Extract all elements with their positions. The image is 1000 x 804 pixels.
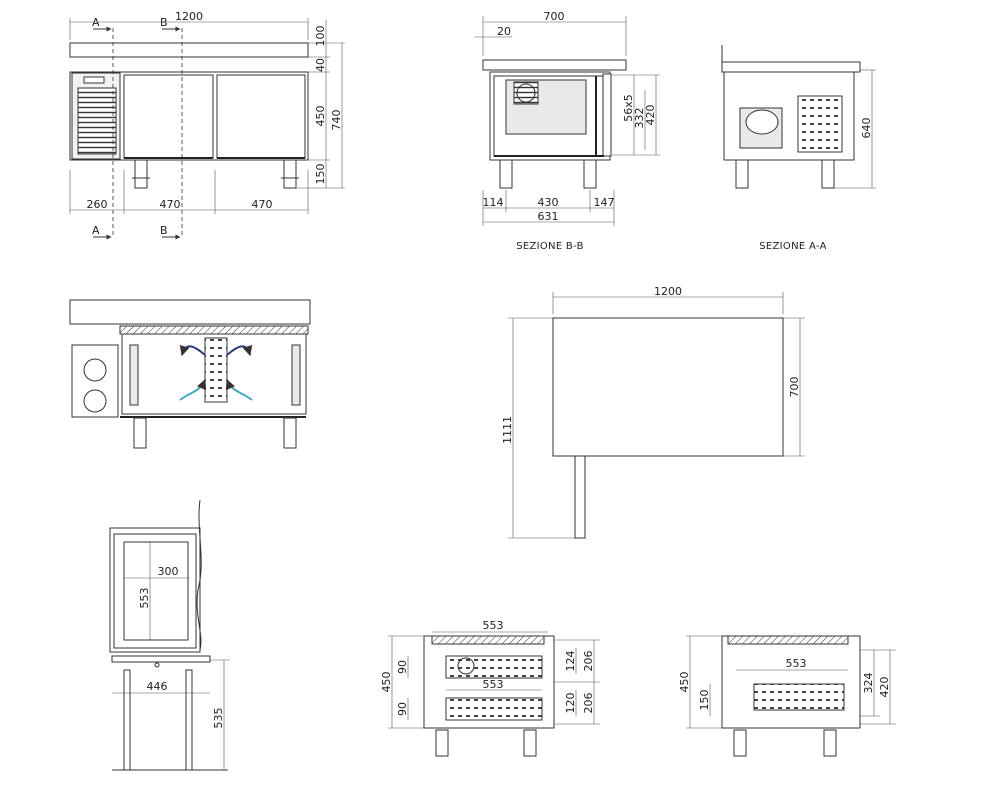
dim-drawers-206a: 206 <box>582 651 595 672</box>
dim-drawers-mid-553: 553 <box>483 678 504 691</box>
dim-tray-420: 420 <box>878 677 891 698</box>
dim-drawer-553: 553 <box>138 588 151 609</box>
dim-bb-edge-20: 20 <box>497 25 511 38</box>
section-bb-view: 700 20 56x5 332 420 114 430 147 631 SEZI… <box>474 10 660 252</box>
dim-bb-420: 420 <box>644 105 657 126</box>
airflow-evaporator <box>204 337 228 403</box>
dim-tray-150: 150 <box>698 690 711 711</box>
aa-condenser-grille <box>797 95 843 153</box>
bb-evaporator-fan <box>513 81 539 105</box>
dim-front-band-40: 40 <box>314 58 327 72</box>
airflow-fan-1-icon <box>83 358 107 382</box>
dim-front-width: 1200 <box>175 10 203 23</box>
dim-drawers-90a: 90 <box>396 660 409 674</box>
dim-drawers-450: 450 <box>380 672 393 693</box>
plan-view: 1200 700 1111 <box>501 285 805 539</box>
dim-tray-324: 324 <box>862 673 875 694</box>
section-aa-view: 640 SEZIONE A-A <box>721 45 876 252</box>
airflow-fan-2-icon <box>83 389 107 413</box>
dim-front-legs-150: 150 <box>314 164 327 185</box>
dim-drawers-124: 124 <box>564 651 577 672</box>
dim-drawer-446: 446 <box>147 680 168 693</box>
dim-bb-430: 430 <box>538 196 559 209</box>
front-door-2 <box>216 74 306 159</box>
dim-front-height-740: 740 <box>330 110 343 131</box>
dim-front-body-450: 450 <box>314 106 327 127</box>
dim-bb-332: 332 <box>633 108 646 129</box>
drawer-lower <box>445 697 543 721</box>
section-mark-b-top: B <box>160 16 168 29</box>
dim-front-door2-470: 470 <box>252 198 273 211</box>
dim-front-unit-260: 260 <box>87 198 108 211</box>
tray-rack <box>753 683 845 711</box>
dim-aa-640: 640 <box>860 118 873 139</box>
drawer-detail-view: 300 553 446 535 <box>109 499 230 771</box>
dim-plan-total: 1111 <box>501 416 514 444</box>
front-controller <box>83 76 105 84</box>
airflow-view <box>69 299 311 449</box>
dim-front-door1-470: 470 <box>160 198 181 211</box>
dim-bb-shelves: 56x5 <box>622 94 635 122</box>
dim-drawer-535: 535 <box>212 708 225 729</box>
caption-section-aa: SEZIONE A-A <box>759 241 826 252</box>
dim-plan-width: 1200 <box>654 285 682 298</box>
dim-bb-631: 631 <box>538 210 559 223</box>
dim-bb-depth-700: 700 <box>544 10 565 23</box>
dim-front-top-100: 100 <box>314 26 327 47</box>
caption-section-bb: SEZIONE B-B <box>516 241 584 252</box>
section-mark-a-bottom: A <box>92 224 100 237</box>
dim-drawers-90b: 90 <box>396 702 409 716</box>
dim-drawers-206b: 206 <box>582 693 595 714</box>
dim-drawers-top-553: 553 <box>483 619 504 632</box>
dim-plan-depth: 700 <box>788 377 801 398</box>
section-mark-b-bottom: B <box>160 224 168 237</box>
drawers-view: 553 553 450 90 90 124 206 120 206 <box>380 619 600 757</box>
front-louver-grille <box>77 87 117 155</box>
dim-bb-114: 114 <box>483 196 504 209</box>
dim-drawers-120: 120 <box>564 693 577 714</box>
dim-tray-450: 450 <box>678 672 691 693</box>
tray-view: 553 450 150 324 420 <box>678 635 896 757</box>
front-door-1 <box>123 74 214 159</box>
drawer-upper <box>445 655 543 679</box>
section-mark-a-top: A <box>92 16 100 29</box>
dim-bb-147: 147 <box>594 196 615 209</box>
dim-tray-553: 553 <box>786 657 807 670</box>
front-worktop <box>69 42 309 58</box>
plan-top <box>552 317 784 457</box>
front-view: A B A B 1200 100 40 450 150 740 260 470 … <box>69 10 345 240</box>
dim-drawer-300: 300 <box>158 565 179 578</box>
